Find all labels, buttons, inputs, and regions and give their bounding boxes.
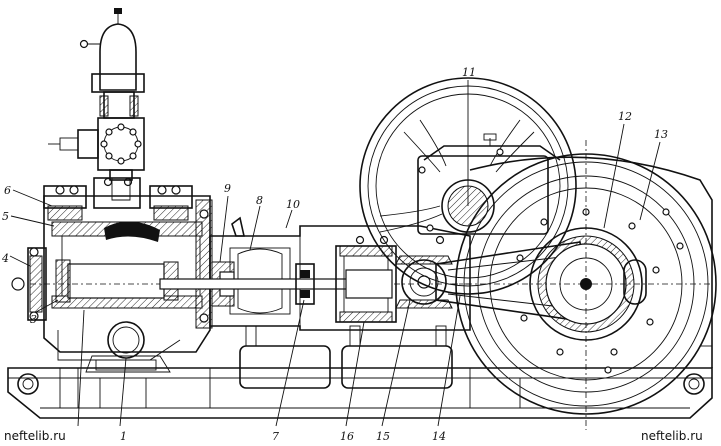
leader-lines [9,80,661,427]
fluid-end [11,177,470,373]
callout-15: 15 [376,430,390,443]
callout-12: 12 [618,110,632,123]
callout-6: 6 [4,184,11,197]
callout-10: 10 [286,198,300,211]
callout-5: 5 [2,210,9,223]
callout-11: 11 [462,66,476,79]
watermark-right: neftelib.ru [641,429,703,443]
discharge-assembly [48,8,145,201]
main-gear-wheel [452,140,717,430]
power-end-frame [159,216,471,347]
watermark-left: neftelib.ru [4,429,66,443]
callout-4: 4 [1,252,9,265]
callout-3: 3 [30,313,37,326]
callout-9: 9 [224,182,231,195]
base-frame [7,345,713,419]
callout-8: 8 [256,194,263,207]
callout-16: 16 [340,430,354,443]
callout-7: 7 [272,430,279,443]
callout-14: 14 [432,430,446,443]
callout-13: 13 [654,128,668,141]
callout-1: 1 [120,430,127,443]
